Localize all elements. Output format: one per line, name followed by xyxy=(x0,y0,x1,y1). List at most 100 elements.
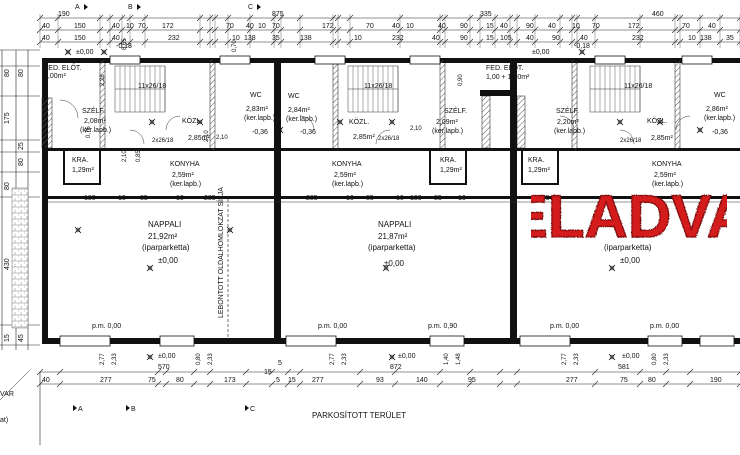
dim-top-row3-13: 105 xyxy=(500,35,512,42)
dim-side-2: 80 xyxy=(18,69,25,77)
dim-top-row2-11: 70 xyxy=(366,23,374,30)
dim-top-row3-0: 40 xyxy=(42,35,50,42)
dim-top-row3-9: 232 xyxy=(392,35,404,42)
dim-side-5: 25 xyxy=(18,142,25,150)
room-szelf-3-area: 2,20m² xyxy=(557,119,579,126)
dim-bottom-872: 872 xyxy=(390,364,402,371)
dim-side-3: 175 xyxy=(4,112,11,124)
dim-top-row3-14: 40 xyxy=(526,35,534,42)
dim-top-row2-10: 172 xyxy=(322,23,334,30)
dim-top-row2-0: 40 xyxy=(42,23,50,30)
dim-top-row3-4: 10 xyxy=(232,35,240,42)
dim-top-row3-7: 138 xyxy=(300,35,312,42)
room-wc-2-floor: (ker.lapb.) xyxy=(286,116,317,123)
room-wc-3-floor: (ker.lapb.) xyxy=(704,115,735,122)
dim-top-row3-15: 90 xyxy=(552,35,560,42)
dim-interior-0: 180 xyxy=(84,195,96,202)
room-kozl-2-name: KÖZL. xyxy=(349,118,369,126)
dim-side-7: 430 xyxy=(4,258,11,270)
room-nappali-3-floor: (iparparketta) xyxy=(604,243,652,252)
room-konyha-2-floor: (ker.lapb.) xyxy=(332,181,363,188)
dim-top-1: 190 xyxy=(58,11,70,18)
room-konyha-3-name: KONYHA xyxy=(652,161,682,168)
room-kra-1-name: KRA. xyxy=(72,157,88,164)
level-cross-icon xyxy=(336,118,344,126)
dim-top-row3-11: 90 xyxy=(460,35,468,42)
win-dim-6: 2,33 xyxy=(342,353,348,365)
room-wc-1-floor: (ker.lapb.) xyxy=(244,115,275,122)
dim-top-row2-15: 90 xyxy=(460,23,468,30)
dim-top-row2-3: 10 xyxy=(126,23,134,30)
dim-bottom-row1-13: 80 xyxy=(648,377,656,384)
room-wc-2-area: 2,84m² xyxy=(288,107,310,114)
level-cross-icon xyxy=(608,264,616,272)
level-entry-2: -0,18 xyxy=(574,43,590,50)
dim-side-9: 15 xyxy=(4,334,11,342)
dim-top-row3-19: 138 xyxy=(700,35,712,42)
dim-top-row3-18: 10 xyxy=(688,35,696,42)
level-cross-icon xyxy=(276,126,284,134)
dim-interior-3: 10 xyxy=(176,195,184,202)
level-cross-icon xyxy=(388,353,396,361)
win-dim-10: 2,33 xyxy=(574,353,580,365)
section-mark-a-top: A xyxy=(75,4,80,11)
section-mark-b-bottom: B xyxy=(131,406,136,413)
dim-top-row3-3: 232 xyxy=(168,35,180,42)
room-wc-1-name: WC xyxy=(250,92,262,99)
dim-side-6: 80 xyxy=(4,182,11,190)
dim-top-row2-23: 70 xyxy=(682,23,690,30)
level-cross-icon xyxy=(74,226,82,234)
bottom-dimension-lines xyxy=(39,371,740,445)
level-entry-1: -0,18 xyxy=(116,43,132,50)
dim-bottom-row1-2: 75 xyxy=(148,377,156,384)
room-konyha-1-name: KONYHA xyxy=(170,161,200,168)
room-wc-1-area: 2,83m² xyxy=(246,106,268,113)
window-dimension-labels: 2,77 2,33 0,80 2,33 2,77 2,33 1,40 1,48 … xyxy=(100,353,670,365)
room-kra-3-name: KRA. xyxy=(528,157,544,164)
win-dim-5: 2,77 xyxy=(330,353,336,365)
section-mark-b-top: B xyxy=(128,4,133,11)
room-szelf-1-area: 2,08m² xyxy=(84,118,106,125)
door-dim-210a: 2,10 xyxy=(122,150,128,162)
room-nappali-2-name: NAPPALI xyxy=(378,220,411,229)
dim-top-row3-2: 40 xyxy=(112,35,120,42)
dim-interior-12: 285 xyxy=(538,195,550,202)
stair-label-2: 11x26/18 xyxy=(364,83,392,90)
win-dim-12: 2,33 xyxy=(664,353,670,365)
dim-bottom-row1-11: 277 xyxy=(566,377,578,384)
room-kozl-3-area: 2,85m² xyxy=(651,135,673,142)
dim-top-row3-10: 40 xyxy=(432,35,440,42)
dim-interior-4: 285 xyxy=(204,195,216,202)
room-nappali-2-level: ±0,00 xyxy=(384,259,405,268)
dim-top-row3-17: 232 xyxy=(632,35,644,42)
top-dimension-lines xyxy=(36,14,740,48)
level-pm-3: p.m. 0,00 xyxy=(550,323,579,330)
room-konyha-2-area: 2,59m² xyxy=(334,172,356,179)
room-nappali-1-floor: (iparparketta) xyxy=(142,243,190,252)
door-dim-070a: 0,70 xyxy=(232,40,238,52)
dim-top-row2-17: 40 xyxy=(500,23,508,30)
level-minus-2: -0,36 xyxy=(300,129,316,136)
windows xyxy=(59,55,735,347)
dim-bottom-row1-8: 93 xyxy=(376,377,384,384)
dim-top-row2-24: 40 xyxy=(708,23,716,30)
dim-top-row2-5: 172 xyxy=(162,23,174,30)
dim-interior-7: 85 xyxy=(366,195,374,202)
room-konyha-2-name: KONYHA xyxy=(332,161,362,168)
room-kra-2-area: 1,29m² xyxy=(440,167,462,174)
bottom-dimension-row-2: 570 872 581 5 15 xyxy=(158,360,630,376)
level-zero-1: ±0,00 xyxy=(76,49,94,56)
stair-small-1: 2x26/18 xyxy=(152,138,174,144)
left-edge-label-2: at) xyxy=(0,417,8,424)
dim-bottom-row1-6: 15 xyxy=(288,377,296,384)
top-dimension-row-1: 190 875 335 460 xyxy=(58,11,664,18)
door-dim-085: 0,85 xyxy=(136,150,142,162)
level-pm-2: p.m. 0,00 xyxy=(318,323,347,330)
dim-side-4: 80 xyxy=(18,158,25,166)
room-konyha-3-area: 2,59m² xyxy=(654,172,676,179)
dim-top-row3-8: 10 xyxy=(354,35,362,42)
dim-top-row3-16: 40 xyxy=(580,35,588,42)
dim-top-row2-22: 172 xyxy=(628,23,640,30)
